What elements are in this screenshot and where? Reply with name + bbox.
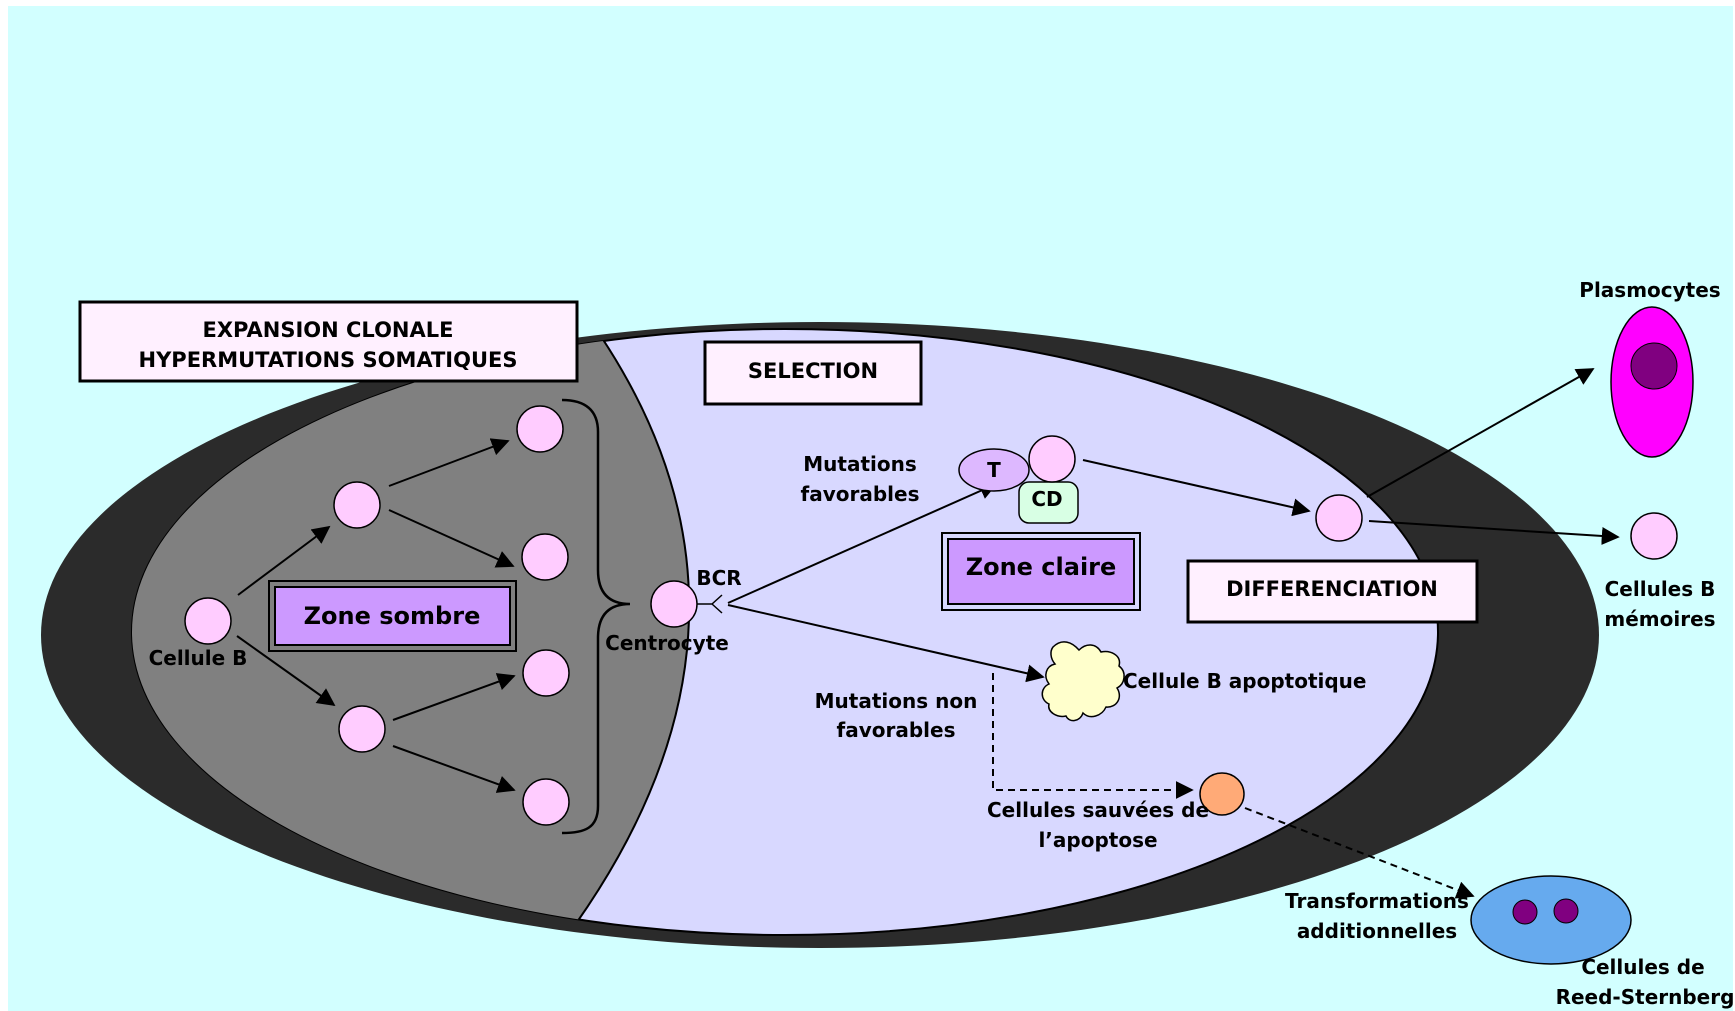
zone-sombre-label: Zone sombre: [304, 602, 481, 630]
mutations-favorables-line1: Mutations: [803, 452, 917, 476]
mutations-favorables-line2: favorables: [801, 482, 920, 506]
arrow-to-favorable: [727, 482, 998, 604]
arrow-b-to-gen1-top: [237, 525, 331, 596]
mutations-non-favorables-line2: favorables: [837, 718, 956, 742]
proliferation-arrows: [236, 438, 516, 793]
arrow-to-memory: [1368, 520, 1620, 545]
selection-label: SELECTION: [748, 359, 878, 383]
sauvees-line1: Cellules sauvées de: [987, 798, 1209, 822]
b-cell-gen2-3: [522, 649, 570, 697]
cellule-b-label: Cellule B: [149, 646, 248, 670]
t-cd-complex: T CD: [958, 435, 1079, 524]
b-cell-gen1-top: [333, 481, 381, 529]
arrow-to-differentiating: [1082, 459, 1311, 517]
reed-sternberg-cell: [1470, 875, 1632, 965]
rescued-cell: [1199, 772, 1245, 816]
t-cell-label: T: [987, 458, 1001, 482]
transfo-line1: Transformations: [1285, 889, 1469, 913]
differenciation-label: DIFFERENCIATION: [1226, 577, 1438, 601]
arrow-gen1-to-cell1: [388, 438, 510, 487]
t-cell: [958, 448, 1030, 492]
expansion-line1: EXPANSION CLONALE: [203, 318, 454, 342]
bcr-label: BCR: [696, 566, 741, 590]
arrow-to-reed-sternberg: [1244, 807, 1475, 899]
arrow-gen1-to-cell4: [392, 745, 516, 793]
arrow-b-to-gen1-bottom: [236, 635, 336, 707]
b-cell-gen2-2: [521, 533, 569, 581]
reed-nucleus-2: [1553, 898, 1579, 924]
differentiation-arrows: [1082, 368, 1620, 545]
plasmocyte-nucleus: [1630, 342, 1678, 390]
apoptotique-label: Cellule B apoptotique: [1123, 669, 1367, 693]
cd-cell-label: CD: [1031, 487, 1062, 511]
apoptotic-cell: [1041, 641, 1125, 722]
transfo-line2: additionnelles: [1297, 919, 1457, 943]
sauvees-line2: l’apoptose: [1038, 828, 1157, 852]
b-cell-gen1-bottom: [338, 705, 386, 753]
zone-claire-label: Zone claire: [966, 553, 1117, 581]
centrocyte-label: Centrocyte: [605, 631, 729, 655]
memoire-line2: mémoires: [1604, 607, 1715, 631]
curly-brace: [561, 398, 631, 835]
reed-line2: Reed-Sternberg: [1556, 985, 1735, 1009]
centrocyte-cell: [650, 580, 698, 628]
differenciation-box: DIFFERENCIATION: [1186, 559, 1479, 624]
selection-arrows: [727, 482, 1045, 683]
selected-b-cell: [1028, 435, 1076, 483]
zone-sombre-box: Zone sombre: [268, 580, 517, 652]
mutations-non-favorables-line1: Mutations non: [815, 689, 978, 713]
bcr-receptor: [697, 594, 723, 614]
reed-line1: Cellules de: [1581, 955, 1704, 979]
differentiating-b-cell: [1315, 494, 1363, 542]
cellule-b: [184, 597, 232, 645]
arrow-gen1-to-cell3: [392, 673, 516, 721]
zone-claire-box: Zone claire: [941, 532, 1141, 611]
reed-nucleus-1: [1512, 899, 1538, 925]
selection-box: SELECTION: [703, 340, 923, 406]
memory-b-cell: [1630, 512, 1678, 560]
memoire-line1: Cellules B: [1605, 577, 1716, 601]
plasmocytes-label: Plasmocytes: [1579, 278, 1720, 302]
plasmocyte: [1610, 306, 1694, 458]
expansion-line2: HYPERMUTATIONS SOMATIQUES: [139, 348, 518, 372]
arrow-gen1-to-cell2: [388, 509, 515, 568]
b-cell-gen2-4: [522, 778, 570, 826]
arrow-rescued-dashed: [992, 673, 1194, 799]
arrow-to-apoptotic: [727, 604, 1045, 683]
expansion-box: EXPANSION CLONALE HYPERMUTATIONS SOMATIQ…: [78, 300, 579, 383]
b-cells-dark-zone: [184, 405, 698, 826]
arrow-to-plasmocyte: [1366, 368, 1595, 498]
b-cell-gen2-1: [516, 405, 564, 453]
